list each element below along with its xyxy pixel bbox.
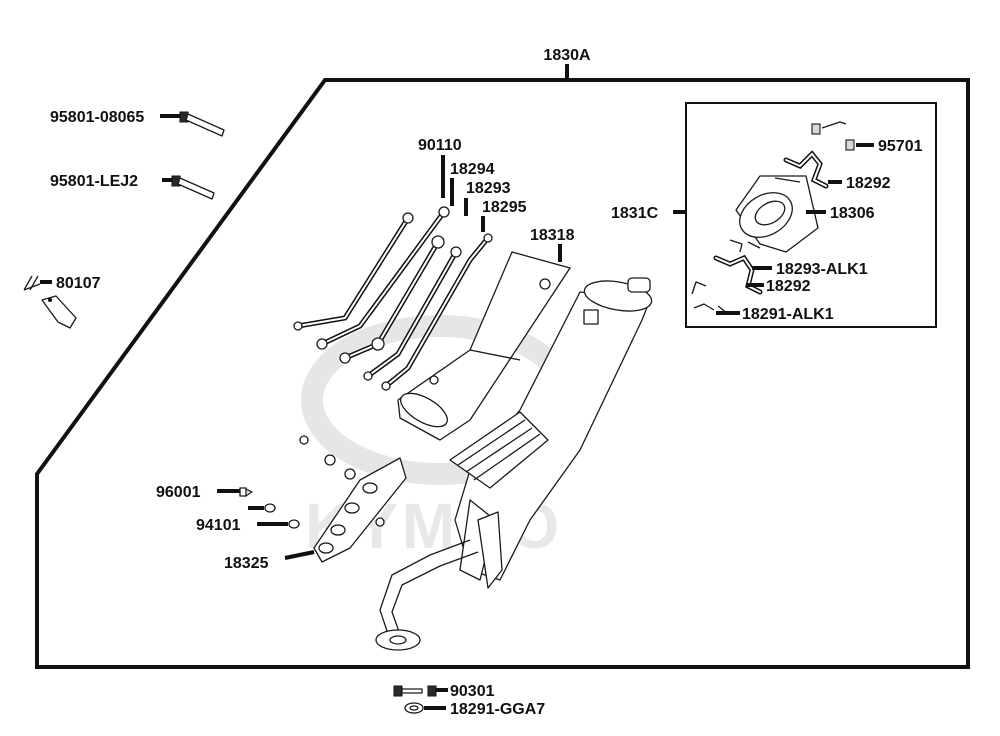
label-18295: 18295 — [482, 199, 527, 216]
label-90110: 90110 — [418, 137, 462, 154]
label-1830A: 1830A — [543, 47, 591, 64]
leader-18325 — [284, 550, 315, 560]
label-94101: 94101 — [196, 517, 241, 534]
end-cap-icon — [735, 175, 819, 253]
label-95701: 95701 — [878, 138, 923, 155]
muffler-stays-icon — [293, 206, 493, 391]
label-18318: 18318 — [530, 227, 575, 244]
end-cap-screws-icon — [811, 121, 855, 151]
exhaust-nut-icon — [393, 685, 437, 697]
label-95801-LEJ2: 95801-LEJ2 — [50, 173, 138, 190]
label-18292-top: 18292 — [846, 175, 891, 192]
label-18291-ALK1: 18291-ALK1 — [742, 306, 834, 323]
heat-guard-clips-icon — [691, 239, 763, 315]
screw-icon — [239, 487, 254, 498]
exhaust-gasket-icon — [404, 702, 424, 714]
bolt-long-icon — [179, 111, 225, 137]
heat-protector-icon — [299, 435, 407, 563]
label-18306: 18306 — [830, 205, 875, 222]
washer-icon — [264, 503, 300, 529]
label-80107: 80107 — [56, 275, 101, 292]
label-18293: 18293 — [466, 180, 511, 197]
label-18293-ALK1: 18293-ALK1 — [776, 261, 868, 278]
label-96001: 96001 — [156, 484, 201, 501]
label-1831C: 1831C — [611, 205, 659, 222]
assembly-boundary — [35, 78, 970, 669]
end-cap-gasket-icon — [783, 150, 829, 189]
label-18291-GGA7: 18291-GGA7 — [450, 701, 545, 718]
label-18294: 18294 — [450, 161, 495, 178]
label-90301: 90301 — [450, 683, 495, 700]
label-18325: 18325 — [224, 555, 269, 572]
clip-icon — [23, 275, 77, 329]
end-cap-assembly-box — [685, 102, 937, 328]
muffler-body-icon — [375, 277, 653, 651]
label-95801-08065: 95801-08065 — [50, 109, 144, 126]
muffler-cover-icon — [397, 251, 571, 441]
bolt-short-icon — [171, 175, 215, 200]
label-18292-bottom: 18292 — [766, 278, 811, 295]
